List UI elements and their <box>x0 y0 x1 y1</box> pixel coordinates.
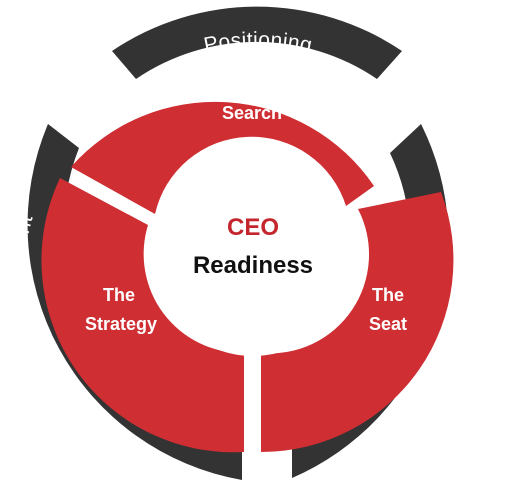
segment-label-seat-line1: The <box>372 285 404 305</box>
center-subtitle: Readiness <box>193 252 313 279</box>
segment-the-search <box>71 101 374 214</box>
ring-label-execution: Execution <box>489 218 512 318</box>
segment-the-strategy <box>41 178 244 453</box>
segment-label-seat-line2: Seat <box>369 314 407 334</box>
segment-label-strategy-line1: The <box>103 285 135 305</box>
ring-band-top <box>112 6 402 80</box>
center-circle <box>154 158 352 356</box>
center-title: CEO <box>227 214 279 241</box>
segment-label-search-line1: The <box>236 75 268 95</box>
segment-label-search-line2: Search <box>222 103 282 123</box>
segment-label-strategy-line2: Strategy <box>85 314 157 334</box>
segment-the-seat <box>261 192 454 453</box>
